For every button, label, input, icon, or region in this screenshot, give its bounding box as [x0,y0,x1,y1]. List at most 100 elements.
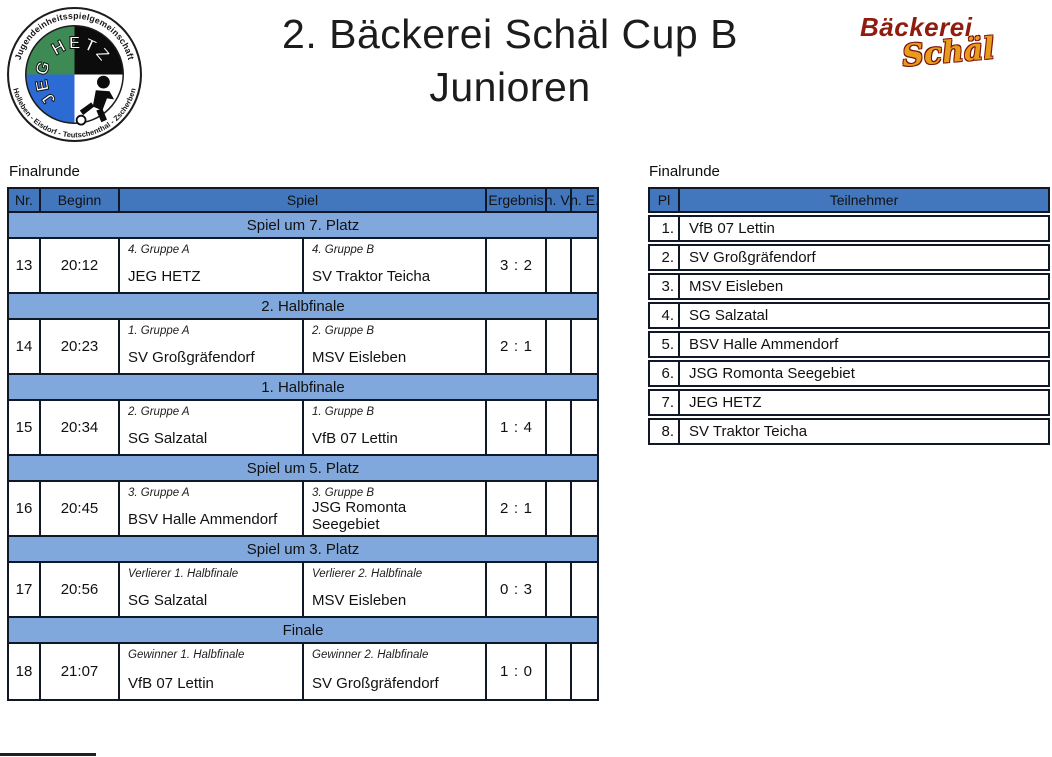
standings-team: VfB 07 Lettin [689,220,775,237]
match-home-team: BSV Halle Ammendorf [128,511,278,528]
standings-section-label: Finalrunde [649,163,720,180]
standings-rank: 6. [650,362,680,385]
match-away-cell: 4. Gruppe B SV Traktor Teicha [304,239,487,292]
score-home: 2 [500,338,509,355]
standings-rank: 7. [650,391,680,414]
section-band: Spiel um 7. Platz [9,213,597,239]
match-row: 17 20:56 Verlierer 1. Halbfinale SG Salz… [9,563,597,618]
match-home-team: SG Salzatal [128,592,208,609]
match-away-team: SV Traktor Teicha [312,268,431,285]
match-number: 14 [9,320,41,373]
column-header-teilnehmer: Teilnehmer [829,192,899,208]
standings-table: Pl Teilnehmer 1. VfB 07 Lettin 2. SV Gro… [648,187,1050,445]
schedule-section-label: Finalrunde [9,163,80,180]
score-separator: : [513,663,519,680]
score-home: 1 [500,419,509,436]
match-away-source: 4. Gruppe B [312,244,375,256]
match-score: 1 : 0 [487,644,547,699]
match-home-team: JEG HETZ [128,268,201,285]
match-home-cell: 4. Gruppe A JEG HETZ [120,239,304,292]
section-band: Finale [9,618,597,644]
match-score: 1 : 4 [487,401,547,454]
score-separator: : [513,500,519,517]
score-separator: : [513,257,519,274]
overtime-cell [547,563,572,616]
column-header-beginn: Beginn [41,189,120,211]
overtime-cell [547,401,572,454]
penalty-cell [572,482,597,535]
match-time: 20:45 [41,482,120,535]
sponsor-logo: Bäckerei Schäl [860,12,1020,74]
club-logo: Jugendeinheitsspielgemeinschaft Holleben… [7,7,142,142]
match-number: 18 [9,644,41,699]
logo-quadrant-black [74,25,124,75]
column-header-ne: n. E. [572,192,597,208]
standings-team: JEG HETZ [689,394,762,411]
match-number: 17 [9,563,41,616]
penalty-cell [572,401,597,454]
match-home-source: 3. Gruppe A [128,487,190,499]
score-away: 0 [523,663,532,680]
standings-rank: 2. [650,246,680,269]
match-home-source: 2. Gruppe A [128,406,190,418]
match-away-cell: Verlierer 2. Halbfinale MSV Eisleben [304,563,487,616]
match-time: 20:23 [41,320,120,373]
score-home: 0 [500,581,509,598]
standings-row: 5. BSV Halle Ammendorf [648,331,1050,358]
overtime-cell [547,644,572,699]
match-home-source: 1. Gruppe A [128,325,190,337]
match-time: 20:56 [41,563,120,616]
match-home-source: Verlierer 1. Halbfinale [128,568,239,580]
score-away: 1 [523,338,532,355]
standings-row: 2. SV Großgräfendorf [648,244,1050,271]
match-score: 2 : 1 [487,482,547,535]
page-title-line2: Junioren [429,64,591,110]
match-away-source: 1. Gruppe B [312,406,375,418]
standings-row: 1. VfB 07 Lettin [648,215,1050,242]
match-away-team: MSV Eisleben [312,592,407,609]
soccer-player-icon [75,75,115,126]
standings-header-row: Pl Teilnehmer [648,187,1050,213]
score-home: 1 [500,663,509,680]
standings-rank: 4. [650,304,680,327]
match-away-cell: 1. Gruppe B VfB 07 Lettin [304,401,487,454]
column-header-pl: Pl [650,189,680,211]
standings-row: 7. JEG HETZ [648,389,1050,416]
match-time: 20:34 [41,401,120,454]
match-score: 0 : 3 [487,563,547,616]
match-time: 20:12 [41,239,120,292]
penalty-cell [572,644,597,699]
column-header-nr: Nr. [9,189,41,211]
match-away-team: JSG Romonta Seegebiet [312,499,407,533]
score-home: 3 [500,257,509,274]
section-band: Spiel um 3. Platz [9,537,597,563]
match-row: 14 20:23 1. Gruppe A SV Großgräfendorf 2… [9,320,597,375]
standings-team: SG Salzatal [689,307,769,324]
match-home-cell: Verlierer 1. Halbfinale SG Salzatal [120,563,304,616]
penalty-cell [572,563,597,616]
match-home-team: SV Großgräfendorf [128,349,255,366]
standings-rank: 8. [650,420,680,443]
standings-rank: 3. [650,275,680,298]
match-away-cell: 2. Gruppe B MSV Eisleben [304,320,487,373]
match-row: 16 20:45 3. Gruppe A BSV Halle Ammendorf… [9,482,597,537]
match-home-cell: 2. Gruppe A SG Salzatal [120,401,304,454]
standings-rank: 5. [650,333,680,356]
match-score: 2 : 1 [487,320,547,373]
schedule-header-row: Nr. Beginn Spiel Ergebnis n. V. n. E. [9,189,597,213]
match-score: 3 : 2 [487,239,547,292]
penalty-cell [572,320,597,373]
match-home-cell: 3. Gruppe A BSV Halle Ammendorf [120,482,304,535]
overtime-cell [547,482,572,535]
match-away-team: MSV Eisleben [312,349,407,366]
logo-quadrant-green [25,25,75,75]
score-away: 4 [523,419,532,436]
standings-team: SV Großgräfendorf [689,249,816,266]
match-away-source: Gewinner 2. Halbfinale [312,649,429,661]
standings-row: 6. JSG Romonta Seegebiet [648,360,1050,387]
standings-team: SV Traktor Teicha [689,423,808,440]
match-number: 16 [9,482,41,535]
overtime-cell [547,320,572,373]
score-home: 2 [500,500,509,517]
page-edge-artifact [0,753,96,756]
